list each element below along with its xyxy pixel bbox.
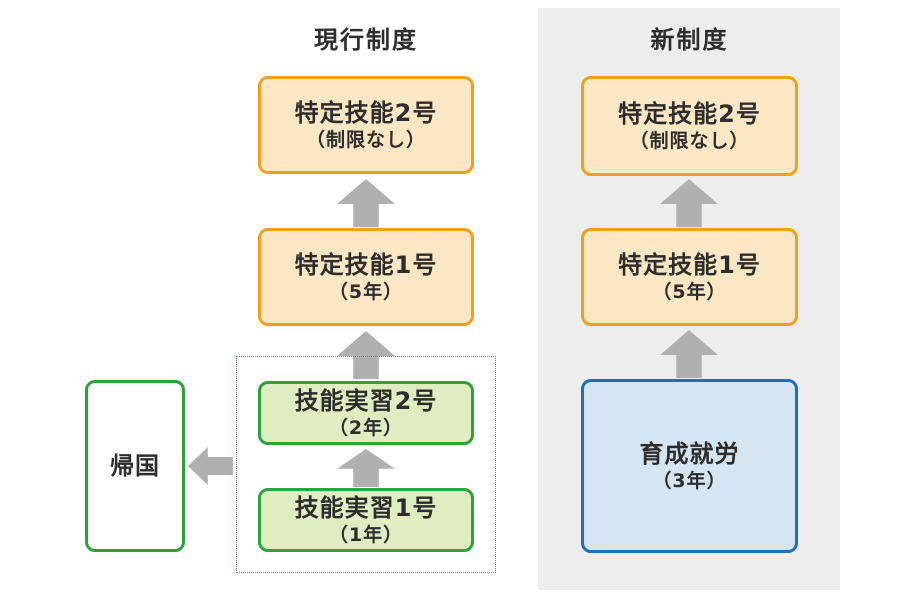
box-label: 特定技能1号 (618, 250, 761, 279)
box-sublabel: （2年） (328, 416, 404, 439)
arrow-left-icon (188, 447, 233, 485)
current-system-title: 現行制度 (314, 26, 418, 54)
box-label: 特定技能2号 (294, 98, 438, 127)
box-sublabel: （1年） (328, 523, 404, 546)
box-sublabel: （5年） (652, 280, 727, 303)
box-ikusei-shuurou: 育成就労 （3年） (581, 379, 798, 553)
box-tokutei-ginou-1-new: 特定技能1号 （5年） (581, 228, 798, 326)
box-label: 育成就労 (639, 439, 740, 468)
box-kikoku: 帰国 (85, 380, 185, 552)
box-label: 技能実習2号 (294, 386, 438, 415)
box-tokutei-ginou-1-current: 特定技能1号 （5年） (258, 228, 474, 326)
box-label: 特定技能2号 (618, 99, 761, 128)
ginou-jisshu-dotted-group (236, 356, 496, 573)
box-ginou-jisshu-2: 技能実習2号 （2年） (258, 381, 474, 445)
box-label: 技能実習1号 (294, 493, 438, 522)
box-sublabel: （制限なし） (305, 128, 426, 151)
box-tokutei-ginou-2-current: 特定技能2号 （制限なし） (258, 76, 474, 174)
box-ginou-jisshu-1: 技能実習1号 （1年） (258, 488, 474, 552)
box-sublabel: （3年） (652, 469, 727, 492)
box-sublabel: （5年） (328, 280, 404, 303)
box-sublabel: （制限なし） (629, 129, 750, 152)
arrow-up-icon (337, 179, 395, 227)
box-tokutei-ginou-2-new: 特定技能2号 （制限なし） (581, 76, 798, 176)
box-label: 特定技能1号 (294, 250, 438, 279)
new-system-title: 新制度 (650, 26, 729, 54)
box-label: 帰国 (110, 452, 160, 480)
